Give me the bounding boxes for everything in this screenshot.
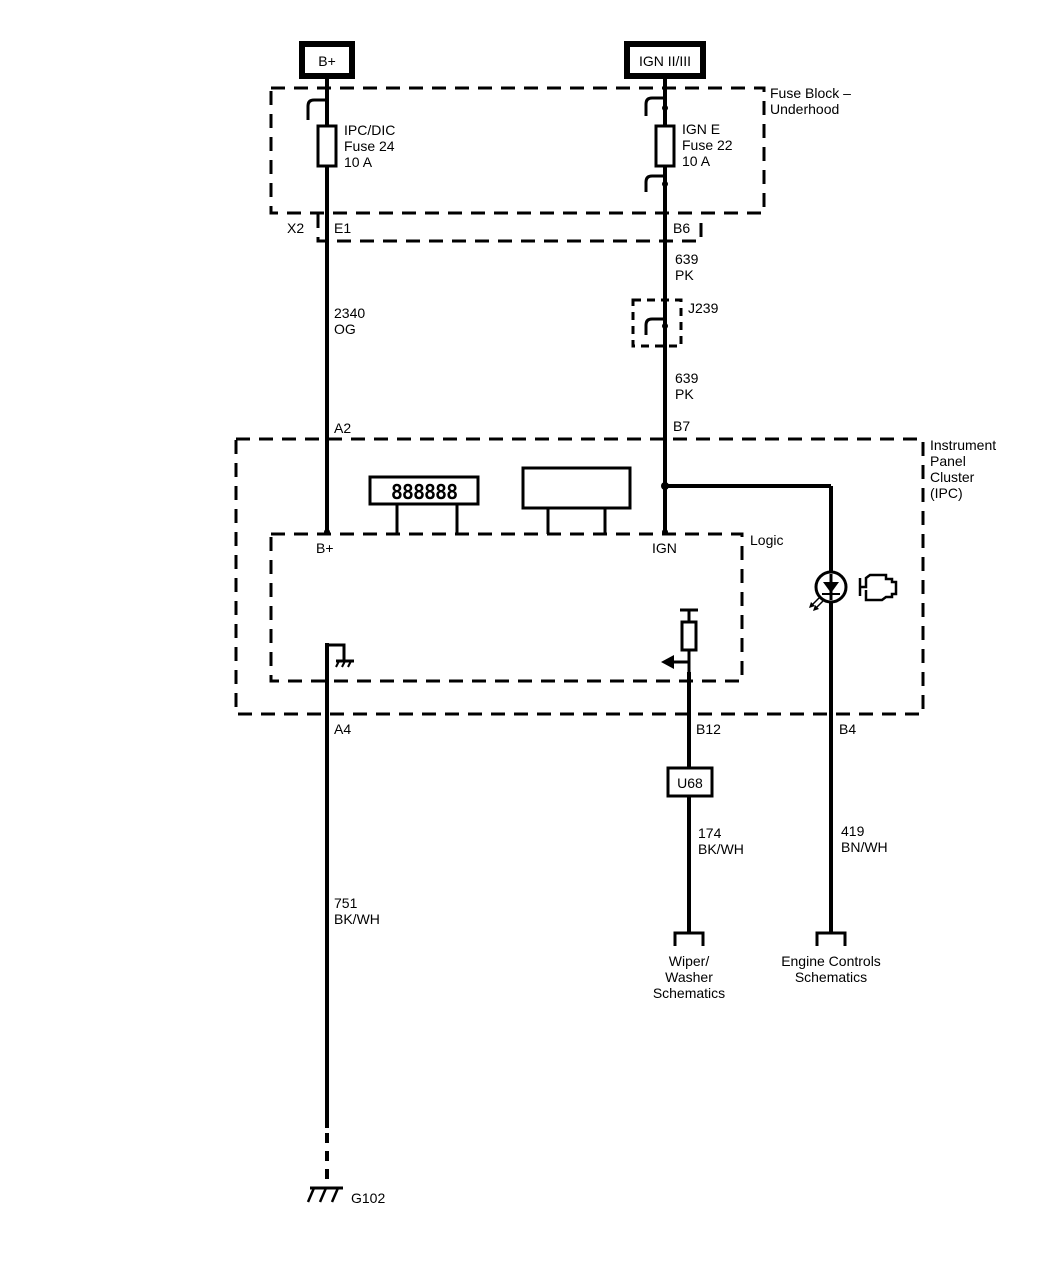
- wire-751-circuit: 751: [334, 895, 358, 911]
- fuse-block-underhood: Fuse Block – Underhood: [269, 85, 851, 215]
- engine-controls-circuit: 419 BN/WH Engine Controls Schematics: [781, 823, 887, 985]
- engine-reference-line2: Schematics: [795, 969, 867, 985]
- logic-block: Logic B+ IGN: [269, 532, 783, 683]
- fuse-24-rating: 10 A: [344, 154, 373, 170]
- fuse-block-title: Fuse Block –: [770, 85, 851, 101]
- wire-174-color: BK/WH: [698, 841, 744, 857]
- ground-g102-label: G102: [351, 1190, 385, 1206]
- ipc-title-1: Instrument: [930, 437, 996, 453]
- display-module: [521, 466, 632, 534]
- wire-639-lower-circuit: 639: [675, 370, 699, 386]
- ign-source: IGN II/III: [624, 41, 706, 79]
- pin-b4-label: B4: [839, 721, 856, 737]
- ipc-title-3: Cluster: [930, 469, 975, 485]
- logic-label: Logic: [750, 532, 783, 548]
- splice-j239: J239: [631, 298, 719, 348]
- pin-b7-label: B7: [673, 418, 690, 434]
- fuse-22-symbol: [654, 124, 676, 168]
- engine-reference-line1: Engine Controls: [781, 953, 881, 969]
- mil-lamp: [809, 486, 898, 933]
- fuse-22-rating: 10 A: [682, 153, 711, 169]
- pin-e1-label: E1: [334, 220, 351, 236]
- ign-circuit: IGN E Fuse 22 10 A 639 PK J239 639 PK: [631, 76, 831, 535]
- pin-a2-label: A2: [334, 420, 351, 436]
- engine-reference-symbol: [815, 931, 847, 946]
- fuse-22-number: Fuse 22: [682, 137, 733, 153]
- instrument-panel-cluster: Instrument Panel Cluster (IPC) A2 B7 A4 …: [234, 418, 996, 933]
- internal-ground-icon: [327, 643, 354, 668]
- ipc-title-2: Panel: [930, 453, 966, 469]
- segment-display-digits: 888888: [391, 480, 457, 504]
- wire-639-upper-circuit: 639: [675, 251, 699, 267]
- pin-b6-label: B6: [673, 220, 690, 236]
- wire-639-upper-color: PK: [675, 267, 694, 283]
- wire-174-circuit: 174: [698, 825, 722, 841]
- connector-x2: X2 E1 B6: [287, 214, 703, 243]
- input-arrow-icon: [661, 655, 674, 669]
- bplus-source: B+: [299, 41, 355, 79]
- wiper-washer-circuit: U68 174 BK/WH Wiper/ Washer Schematics: [653, 672, 744, 1001]
- fuse-24-symbol: [316, 124, 338, 168]
- splice-j239-label: J239: [688, 300, 719, 316]
- fuse-24-number: Fuse 24: [344, 138, 395, 154]
- pin-a4-label: A4: [334, 721, 351, 737]
- wiper-reference-line2: Washer: [665, 969, 713, 985]
- chassis-ground-icon: [306, 1186, 343, 1203]
- wire-2340-color: OG: [334, 321, 356, 337]
- pin-b12-label: B12: [696, 721, 721, 737]
- bplus-circuit: IPC/DIC Fuse 24 10 A 2340 OG: [306, 76, 395, 535]
- wire-751-color: BK/WH: [334, 911, 380, 927]
- fuse-22-name: IGN E: [682, 121, 720, 137]
- pullup-resistor-symbol: [680, 620, 698, 652]
- ground-circuit: 751 BK/WH G102: [306, 643, 385, 1206]
- fuse-24-name: IPC/DIC: [344, 122, 395, 138]
- logic-bplus-label: B+: [316, 540, 334, 556]
- connector-x2-label: X2: [287, 220, 304, 236]
- logic-ign-label: IGN: [652, 540, 677, 556]
- wire-2340-circuit: 2340: [334, 305, 365, 321]
- wiper-reference-line3: Schematics: [653, 985, 725, 1001]
- segment-display: 888888: [368, 475, 480, 534]
- check-engine-icon: [858, 573, 898, 602]
- wire-419-circuit: 419: [841, 823, 865, 839]
- fuse-block-subtitle: Underhood: [770, 101, 839, 117]
- ign-source-label: IGN II/III: [639, 53, 691, 69]
- wiper-reference-line1: Wiper/: [669, 953, 710, 969]
- wiper-reference-symbol: [673, 931, 705, 946]
- ipc-title-4: (IPC): [930, 485, 963, 501]
- option-u68-label: U68: [677, 775, 703, 791]
- option-u68: U68: [666, 766, 714, 798]
- wire-639-lower-color: PK: [675, 386, 694, 402]
- wire-419-color: BN/WH: [841, 839, 888, 855]
- wiper-input-circuit: [661, 608, 698, 672]
- bplus-source-label: B+: [318, 53, 336, 69]
